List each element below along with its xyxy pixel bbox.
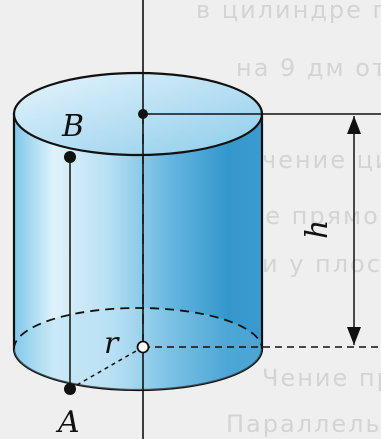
label-b: B [61, 109, 84, 144]
bottom-base-hidden-arc [13, 307, 263, 350]
label-a: A [55, 405, 80, 439]
background-text-line: в цилиндре плоск [196, 0, 381, 24]
background-text-line: Параллельного [226, 410, 381, 438]
top-center-point [138, 109, 148, 119]
radius-line [69, 346, 144, 390]
background-text-line: на 9 дм от нее [236, 54, 381, 82]
points [64, 109, 150, 395]
height-arrow-top [347, 116, 361, 134]
bottom-center-point [136, 340, 150, 354]
diagram-labels: B A r h [55, 109, 335, 439]
cylinder-shape [12, 71, 264, 392]
background-text-line: Чение прямой A [262, 364, 381, 392]
point-b [64, 151, 76, 163]
point-a [64, 383, 76, 395]
construction-lines [69, 0, 381, 439]
label-h: h [300, 220, 335, 239]
height-arrow-bottom [347, 327, 361, 345]
label-r: r [104, 326, 120, 361]
